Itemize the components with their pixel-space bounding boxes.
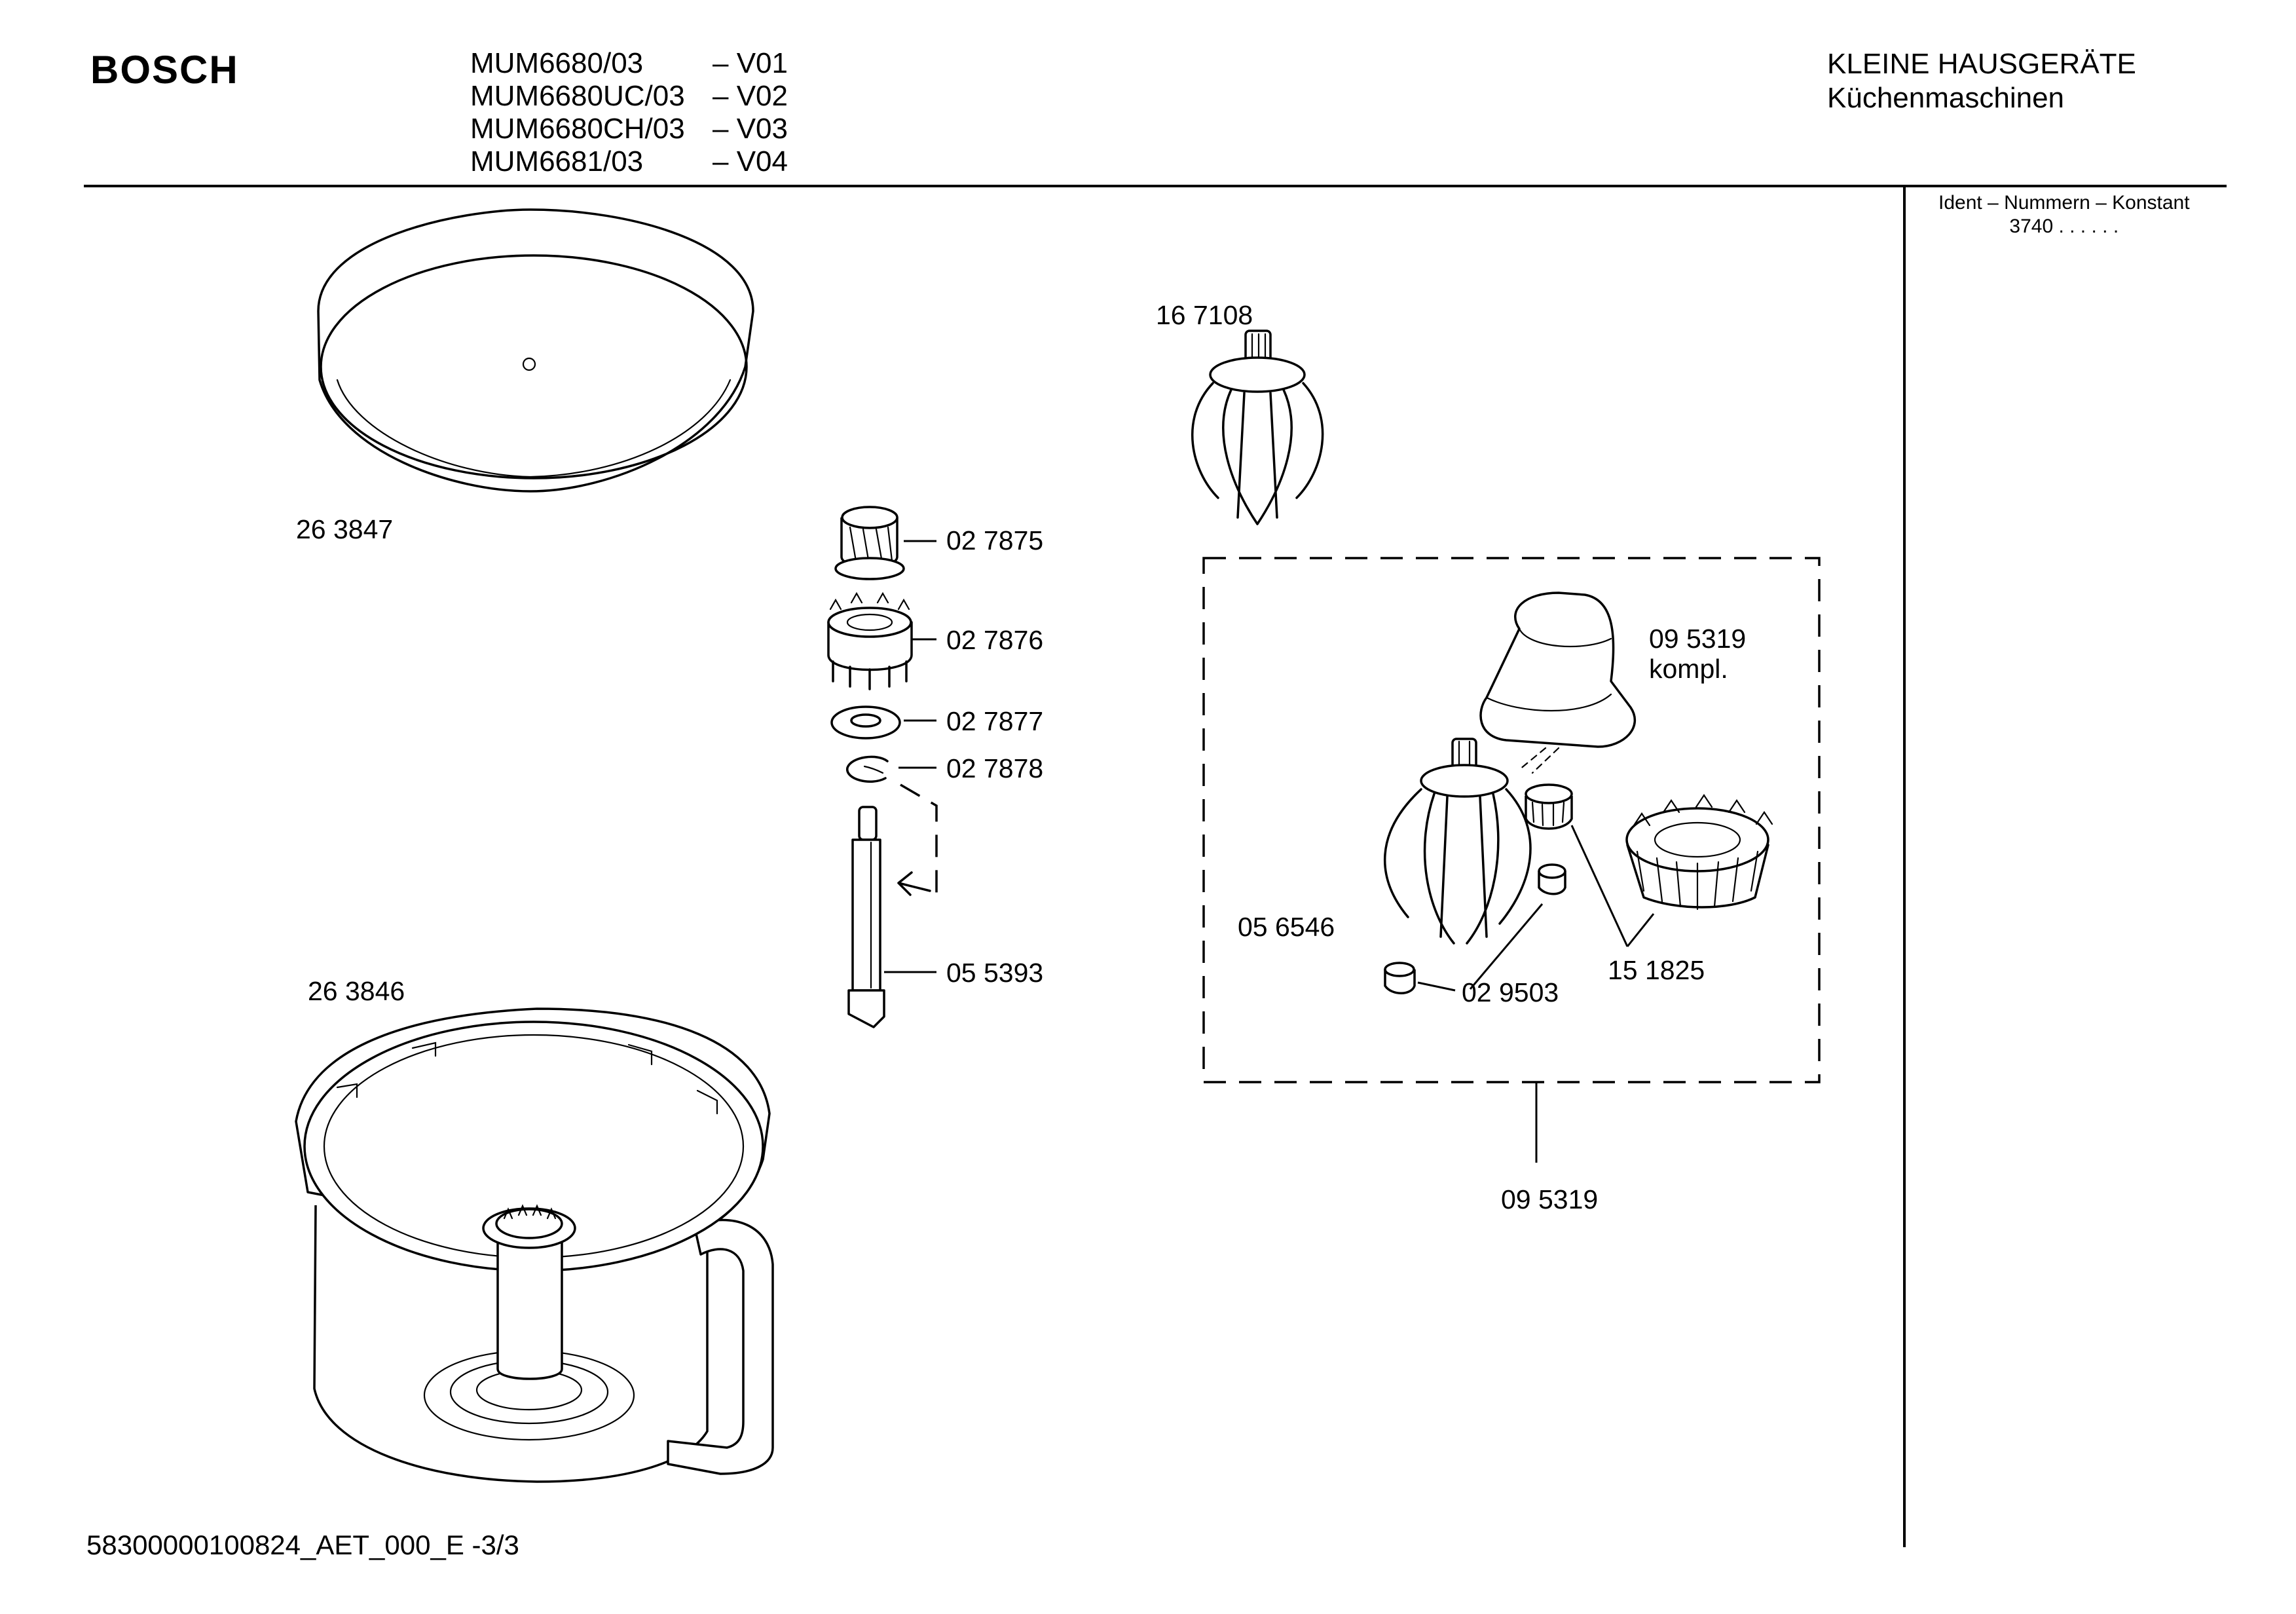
brand-logo: BOSCH (90, 48, 239, 92)
model-variant: – V03 (713, 113, 788, 145)
model-code: MUM6680/03 (470, 47, 644, 79)
ident-title: Ident – Nummern – Konstant (1938, 192, 2190, 214)
gear-crown-drawing (827, 591, 936, 690)
shaft-drawing (847, 806, 936, 1028)
clip-drawing (846, 755, 938, 904)
model-variant: – V02 (713, 80, 788, 112)
whisk-set-assembly-drawing (1202, 557, 1821, 1163)
ident-value: 3740 . . . . . . (2009, 216, 2119, 237)
lid-drawing (317, 208, 754, 493)
part-label-gear-pair: 15 1825 (1608, 955, 1705, 985)
part-label-bushing: 02 9503 (1462, 977, 1559, 1007)
gear-top-drawing (834, 506, 936, 580)
part-label-whisk-set: 05 6546 (1238, 912, 1335, 942)
ident-block: Ident – Nummern – Konstant 3740 . . . . … (1938, 191, 2190, 238)
single-whisk-drawing (1191, 329, 1324, 525)
category-block: KLEINE HAUSGERÄTE Küchenmaschinen (1827, 47, 2136, 115)
model-row: MUM6680UC/03 – V02 (470, 80, 788, 113)
part-label-shaft: 05 5393 (946, 958, 1044, 988)
part-label-gear-top: 02 7875 (946, 525, 1044, 555)
washer-drawing (830, 705, 936, 740)
model-variant: – V01 (713, 47, 788, 79)
part-label-whisk-set-kompl: 09 5319 (1649, 624, 1747, 654)
model-code: MUM6681/03 (470, 145, 644, 178)
part-label-clip: 02 7878 (946, 753, 1044, 783)
bowl-drawing (295, 1007, 774, 1483)
model-code: MUM6680CH/03 (470, 113, 685, 145)
model-row: MUM6681/03 – V04 (470, 145, 788, 178)
document-id: 58300000100824_AET_000_E -3/3 (86, 1530, 519, 1560)
model-list: MUM6680/03 – V01 MUM6680UC/03 – V02 MUM6… (470, 47, 788, 178)
subcategory-title: Küchenmaschinen (1827, 82, 2065, 114)
part-label-whisk-single: 16 7108 (1156, 300, 1253, 330)
part-label-washer: 02 7877 (946, 706, 1044, 736)
part-label-assembly: 09 5319 (1501, 1184, 1599, 1214)
part-label-lid: 26 3847 (296, 514, 394, 544)
model-row: MUM6680/03 – V01 (470, 47, 788, 80)
model-row: MUM6680CH/03 – V03 (470, 113, 788, 145)
model-variant: – V04 (713, 145, 788, 178)
part-label-kompl: kompl. (1649, 654, 1728, 684)
category-title: KLEINE HAUSGERÄTE (1827, 48, 2136, 80)
part-label-gear-crown: 02 7876 (946, 625, 1044, 655)
model-code: MUM6680UC/03 (470, 80, 685, 112)
part-label-bowl: 26 3846 (308, 976, 405, 1006)
